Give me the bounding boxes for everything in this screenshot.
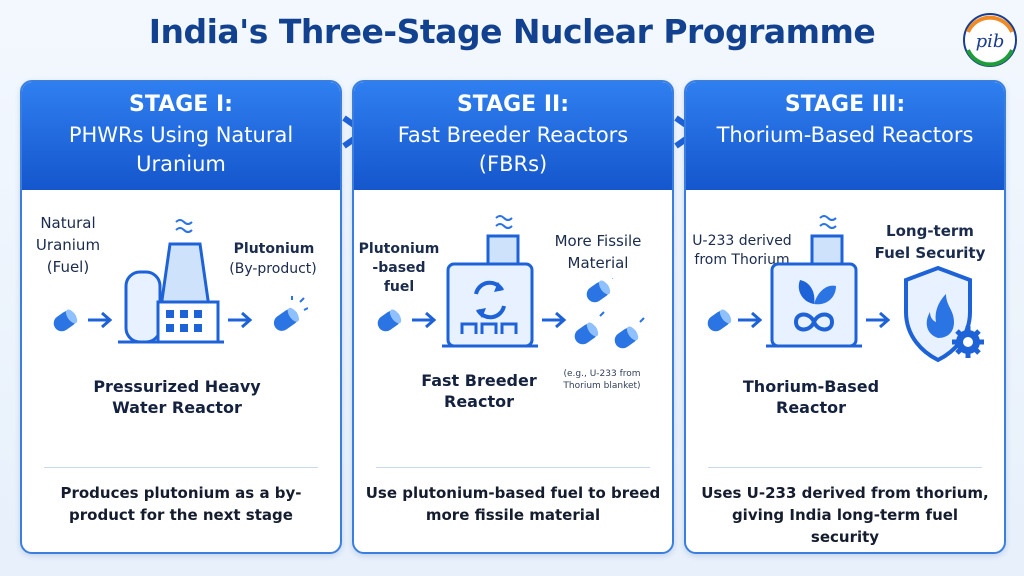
stage-2-card: STAGE II: Fast Breeder Reactors (FBRs) P…	[352, 80, 674, 554]
plutonium-pellet-icon	[273, 296, 308, 331]
arrow-right-icon	[866, 311, 891, 329]
stage-1-card: STAGE I: PHWRs Using Natural Uranium Nat…	[20, 80, 342, 554]
thorium-reactor-icon	[766, 215, 862, 348]
stage-1-divider	[44, 467, 318, 468]
stage-1-label: STAGE I:	[129, 92, 233, 117]
svg-text:pib: pib	[976, 31, 1005, 52]
stage-2-divider	[376, 467, 650, 468]
stage-1-output-label: Plutonium	[233, 241, 315, 257]
stage-3-description: Uses U-233 derived from thorium, giving …	[701, 484, 989, 546]
stage-3-divider	[708, 467, 982, 468]
stage-1-subtitle: PHWRs Using Natural Uranium	[68, 123, 294, 176]
stage-2-subtitle: Fast Breeder Reactors (FBRs)	[397, 123, 629, 176]
stage-2-output-note: (e.g., U-233 from Thorium blanket)	[563, 369, 641, 391]
page-title: India's Three-Stage Nuclear Programme	[148, 12, 876, 51]
arrow-right-icon	[228, 311, 253, 329]
plutonium-fuel-pellet-icon	[377, 309, 402, 332]
stage-1-output-note: (By-product)	[229, 261, 317, 277]
stage-3-label: STAGE III:	[784, 92, 906, 117]
phwr-reactor-icon	[118, 219, 224, 344]
stage-2-label: STAGE II:	[456, 92, 570, 117]
uranium-fuel-pellet-icon	[53, 309, 78, 332]
stage-3-reactor-name: Thorium-Based Reactor	[742, 377, 880, 417]
stage-3-subtitle: Thorium-Based Reactors	[716, 123, 974, 147]
pib-logo: pib	[963, 13, 1017, 67]
fast-breeder-reactor-icon	[442, 215, 538, 348]
shield-flame-gear-icon	[904, 265, 984, 363]
arrow-right-icon	[412, 311, 437, 329]
stage-3-header: STAGE III: Thorium-Based Reactors	[686, 82, 1004, 190]
arrow-right-icon	[738, 311, 763, 329]
stage-1-input-label: Natural Uranium (Fuel)	[35, 214, 101, 276]
fissile-material-pellets-icon	[574, 278, 645, 349]
stage-1-reactor-name: Pressurized Heavy Water Reactor	[93, 377, 261, 417]
arrow-right-icon	[542, 311, 567, 329]
stage-3-output-label: Long-term Fuel Security	[874, 222, 986, 262]
stage-2-header: STAGE II: Fast Breeder Reactors (FBRs)	[354, 82, 672, 190]
stage-2-input-label: Plutonium -based fuel	[358, 241, 440, 295]
stage-1-header: STAGE I: PHWRs Using Natural Uranium	[22, 82, 340, 190]
stage-2-reactor-name: Fast Breeder Reactor	[421, 371, 537, 411]
stage-2-description: Use plutonium-based fuel to breed more f…	[365, 484, 661, 524]
u233-fuel-pellet-icon	[707, 309, 732, 332]
stage-1-description: Produces plutonium as a by-product for t…	[60, 484, 302, 524]
arrow-right-icon	[88, 311, 113, 329]
stage-3-card: STAGE III: Thorium-Based Reactors U-233 …	[684, 80, 1006, 554]
stage-3-input-label: U-233 derived from Thorium	[692, 233, 792, 268]
stage-2-output-label: More Fissile Material	[554, 232, 642, 272]
